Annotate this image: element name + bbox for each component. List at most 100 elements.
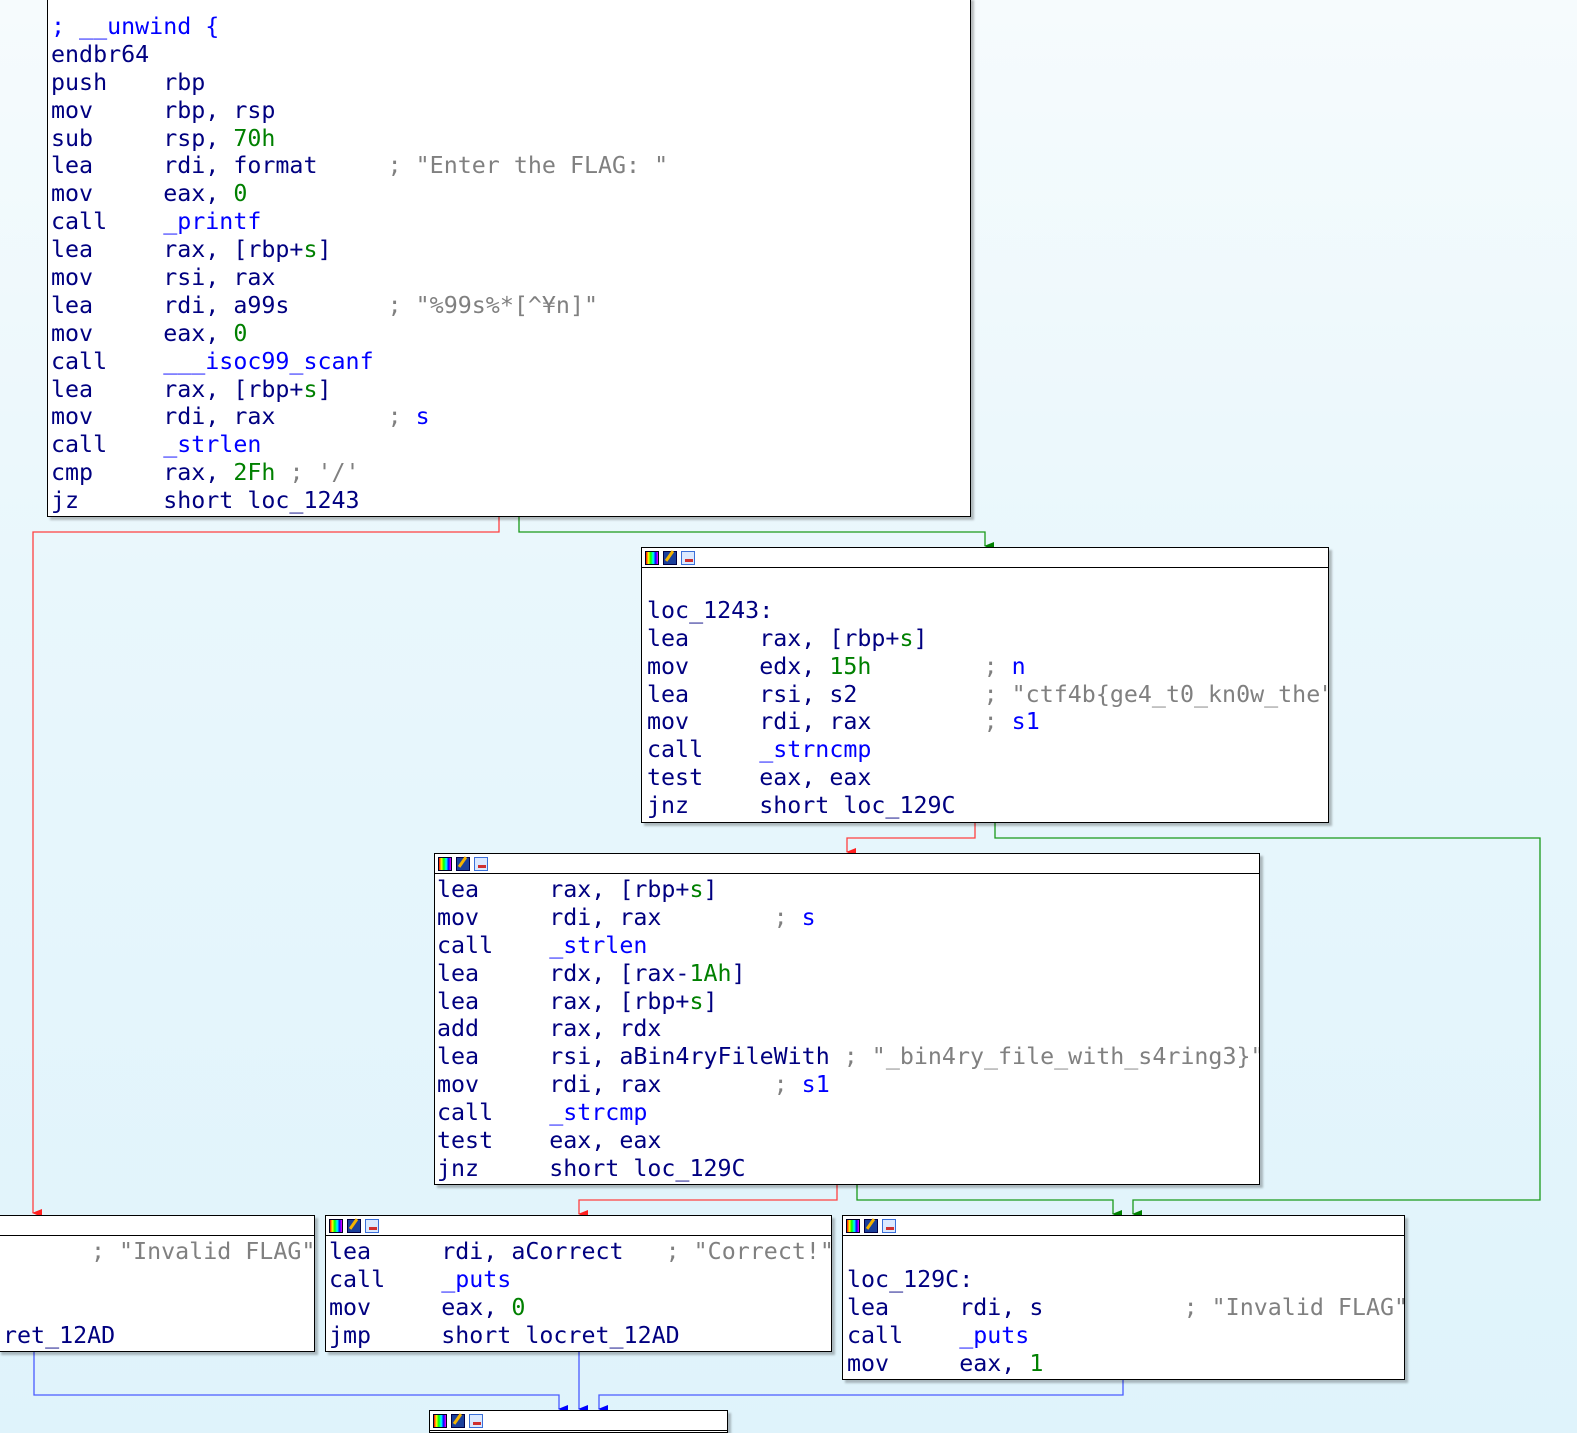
operand: 15h: [829, 652, 872, 680]
operands: _puts: [441, 1266, 511, 1294]
operand: 0: [511, 1293, 526, 1321]
asm-line: call_strncmp: [647, 736, 1328, 764]
operand: _strncmp: [759, 736, 872, 764]
edit-pencil-icon[interactable]: [347, 1218, 361, 1233]
operands: rdi, rax: [759, 708, 871, 736]
operand: short locret_12AD: [441, 1321, 680, 1349]
edit-pencil-icon[interactable]: [663, 550, 677, 565]
operands: rsi, rax: [163, 264, 275, 292]
mnemonic: sub: [51, 124, 94, 152]
edit-pencil-icon[interactable]: [456, 856, 470, 871]
comment-token: ; '/': [289, 459, 360, 487]
mnemonic: lea: [437, 959, 480, 987]
graph-node-icon[interactable]: [469, 1413, 483, 1428]
mnemonic: endbr64: [51, 40, 150, 68]
comment: ; "Invalid FLAG": [91, 1238, 315, 1265]
asm-line: call_puts: [847, 1322, 1404, 1350]
operand: _strlen: [549, 931, 648, 959]
color-palette-icon[interactable]: [329, 1218, 343, 1233]
block-header: [430, 1411, 727, 1431]
operands: rax, [rbp+s]: [163, 236, 331, 264]
comment: ; "Invalid FLAG": [1184, 1294, 1404, 1322]
operand: rax,: [163, 459, 234, 487]
operands: _strcmp: [549, 1099, 647, 1127]
asm-line: loc_1243:: [647, 597, 1328, 625]
graph-node-icon[interactable]: [882, 1218, 896, 1233]
operand: eax, eax: [759, 764, 872, 792]
graph-node-icon[interactable]: [681, 550, 695, 565]
operand: rsi, aBin4ryFileWith: [549, 1043, 830, 1071]
mnemonic: mov: [647, 652, 690, 680]
edit-pencil-icon[interactable]: [451, 1413, 465, 1428]
operand: rdx, [rax-: [549, 959, 690, 987]
operand: ]: [913, 624, 928, 652]
mnemonic: jnz: [437, 1154, 480, 1182]
operand: short loc_129C: [759, 792, 956, 820]
operands: rax, [rbp+s]: [549, 988, 717, 1016]
comment: ; s1: [774, 1071, 830, 1099]
comment-token: s1: [801, 1071, 830, 1099]
mnemonic: mov: [437, 1071, 480, 1099]
operand: ]: [703, 987, 718, 1015]
operand: rax, rdx: [549, 1015, 662, 1043]
comment: ; "ctf4b{ge4_t0_kn0w_the": [984, 681, 1328, 709]
asm-line: mov edx, 15h ; n: [647, 653, 1328, 681]
operand: 2Fh: [233, 459, 276, 487]
operand: rdi, aCorrect: [441, 1238, 624, 1265]
operands: eax, 0: [163, 180, 247, 208]
operand: short loc_129C: [549, 1154, 746, 1182]
operand: ]: [317, 375, 332, 403]
comment-token: ;: [773, 903, 802, 931]
operand: 1: [1029, 1349, 1044, 1377]
comment: ; s: [774, 904, 816, 932]
comment-token: ; "%99s%*[^¥n]": [387, 291, 598, 319]
operand: s: [303, 375, 318, 403]
color-palette-icon[interactable]: [433, 1413, 447, 1428]
operand: rsi, s2: [759, 680, 858, 708]
operand: s: [689, 876, 704, 903]
operand: 1Ah: [689, 959, 732, 987]
comment: ; n: [984, 653, 1026, 681]
mnemonic: lea: [437, 876, 480, 903]
graph-node-icon[interactable]: [365, 1218, 379, 1233]
basic-block-locret-12ad[interactable]: [429, 1410, 728, 1433]
mnemonic: mov: [51, 96, 94, 124]
mnemonic: mov: [51, 403, 94, 431]
edit-pencil-icon[interactable]: [864, 1218, 878, 1233]
operands: ___isoc99_scanf: [163, 348, 373, 376]
operands: rdi, aCorrect: [441, 1238, 623, 1266]
asm-line: call_strcmp: [437, 1099, 1259, 1127]
asm-line: ; __unwind {: [51, 13, 970, 41]
operands: rdi, rax: [163, 403, 275, 431]
asm-line: [647, 569, 1328, 597]
operand: rax, [rbp+: [549, 876, 690, 903]
color-palette-icon[interactable]: [846, 1218, 860, 1233]
operands: edx, 15h: [759, 653, 871, 681]
edge-false: [846, 823, 976, 856]
operand: rdi, rax: [163, 403, 276, 431]
color-palette-icon[interactable]: [645, 550, 659, 565]
graph-node-icon[interactable]: [474, 856, 488, 871]
basic-block-invalid-left[interactable]: ; "Invalid FLAG"ret_12AD: [0, 1215, 315, 1352]
comment-token: ;: [983, 652, 1012, 680]
operand: _printf: [163, 208, 262, 236]
operands: rdi, format: [163, 152, 317, 180]
block-header: [642, 548, 1328, 568]
mnemonic: mov: [51, 319, 94, 347]
operands: _strncmp: [759, 736, 871, 764]
color-palette-icon[interactable]: [438, 856, 452, 871]
